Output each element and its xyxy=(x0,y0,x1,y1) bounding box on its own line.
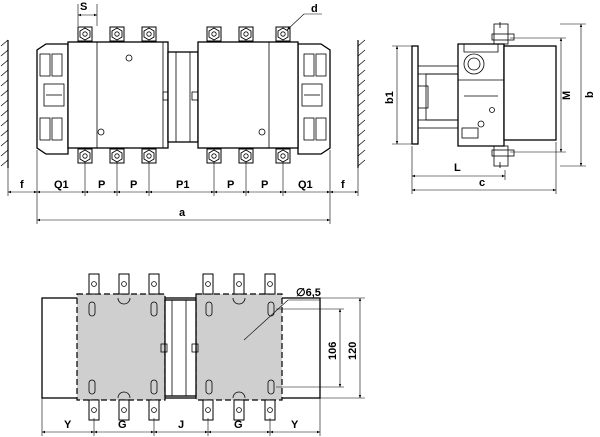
contactor-left xyxy=(67,41,169,149)
mounting-view: ∅6,5 106 120 Y xyxy=(41,273,365,436)
side-view: b1 M b L c xyxy=(384,22,596,194)
mounting-area-right xyxy=(195,293,283,401)
label-q1-left: Q1 xyxy=(54,179,69,191)
dimension-d: d xyxy=(286,3,322,31)
label-m: M xyxy=(561,91,573,100)
label-b: b xyxy=(584,91,596,98)
dimension-106: 106 xyxy=(276,308,344,388)
label-s: S xyxy=(80,1,87,13)
label-q1-right: Q1 xyxy=(298,179,313,191)
right-wall xyxy=(357,39,366,168)
label-f-right: f xyxy=(341,179,345,191)
label-d: d xyxy=(311,3,318,15)
label-l: L xyxy=(454,162,461,174)
right-auxiliary-block xyxy=(297,43,331,155)
left-wall xyxy=(0,39,9,168)
label-p1: P1 xyxy=(176,179,189,191)
label-p-3: P xyxy=(227,179,234,191)
front-dimension-chain: f Q1 P P P1 P P Q1 f a xyxy=(7,150,359,224)
label-c: c xyxy=(479,177,485,189)
mounting-dimension-chain: Y G J G Y xyxy=(41,398,321,436)
label-j: J xyxy=(178,419,184,431)
label-p-1: P xyxy=(98,179,105,191)
label-g-right: G xyxy=(234,419,243,431)
contactor-right xyxy=(197,41,299,149)
label-g-left: G xyxy=(118,419,127,431)
mounting-slots xyxy=(88,297,275,399)
mounting-area-left xyxy=(76,293,166,401)
label-p-2: P xyxy=(130,179,137,191)
dimension-120: 120 xyxy=(320,297,365,399)
label-f-left: f xyxy=(20,179,24,191)
label-y-right: Y xyxy=(291,419,299,431)
label-y-left: Y xyxy=(64,419,72,431)
label-hole-diameter: ∅6,5 xyxy=(296,287,321,299)
side-terminals xyxy=(491,22,515,168)
dimension-s: S xyxy=(77,1,98,26)
dimension-hole-diameter: ∅6,5 xyxy=(243,287,321,341)
bottom-terminals xyxy=(77,148,291,164)
mechanical-interlock xyxy=(167,51,199,143)
label-b1: b1 xyxy=(384,91,396,104)
top-terminals xyxy=(77,26,291,42)
mounting-bottom-tabs xyxy=(88,399,276,421)
label-a: a xyxy=(179,207,186,219)
label-p-4: P xyxy=(261,179,268,191)
label-106: 106 xyxy=(327,342,339,360)
mounting-top-tabs xyxy=(88,273,276,295)
left-auxiliary-block xyxy=(36,43,69,155)
front-view: S d f xyxy=(0,1,366,224)
label-120: 120 xyxy=(347,342,359,360)
